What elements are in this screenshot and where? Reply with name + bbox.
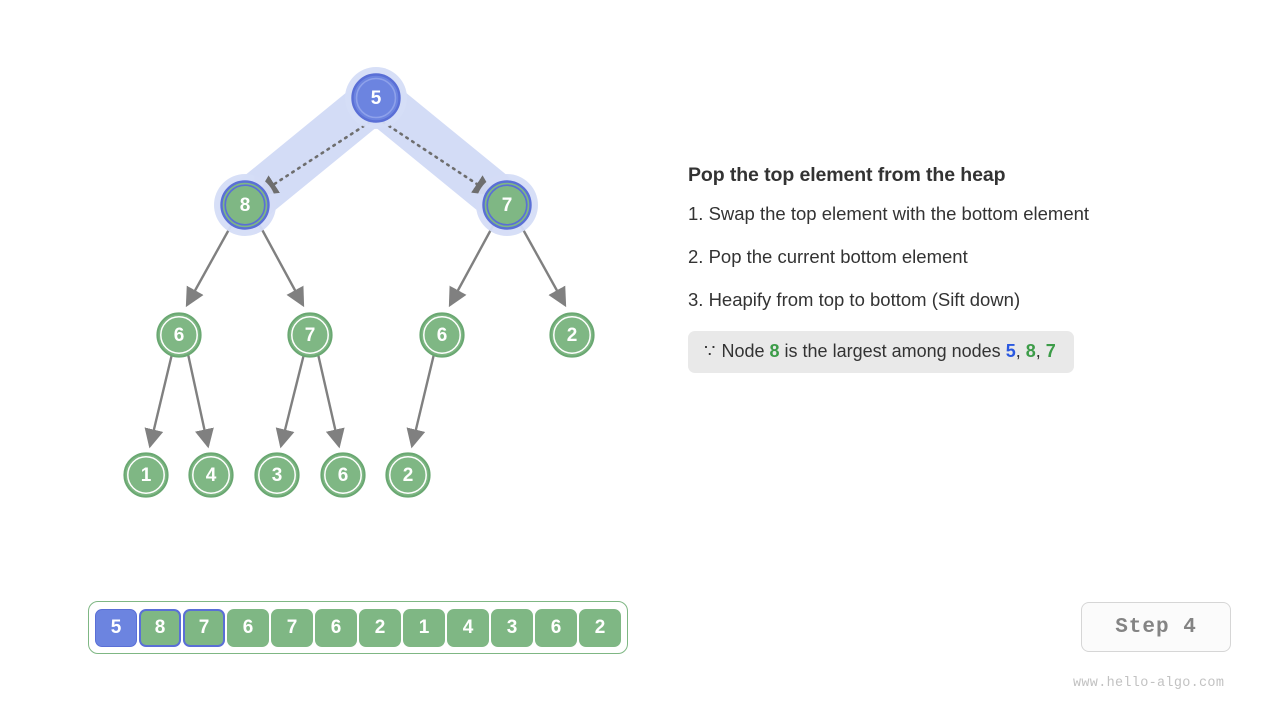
edge-6-1 bbox=[144, 353, 174, 449]
tree-node[interactable]: 3 bbox=[254, 452, 300, 498]
node-inner-ring bbox=[127, 456, 165, 494]
node-label: 6 bbox=[338, 465, 349, 486]
array-cell[interactable]: 5 bbox=[95, 608, 137, 647]
node-outer-ring bbox=[188, 452, 234, 498]
node-label: 7 bbox=[305, 325, 316, 346]
node-label: 1 bbox=[141, 465, 152, 486]
node-inner-ring bbox=[291, 316, 329, 354]
array-representation: 5 8 7 6 7 6 2 1 4 3 6 2 bbox=[88, 601, 628, 654]
node-inner-ring bbox=[389, 456, 427, 494]
node-outer-ring bbox=[220, 180, 270, 230]
node-outer-ring bbox=[156, 312, 202, 358]
comparison-arrows bbox=[256, 120, 495, 196]
edge-6b-2 bbox=[406, 353, 436, 449]
node-outer-ring bbox=[549, 312, 595, 358]
array-cell[interactable]: 6 bbox=[227, 608, 269, 647]
tree-node[interactable]: 1 bbox=[123, 452, 169, 498]
node-inner-ring bbox=[224, 184, 266, 226]
watermark: www.hello-algo.com bbox=[1073, 676, 1225, 691]
node-outer-ring bbox=[287, 312, 333, 358]
node-inner-ring bbox=[355, 77, 397, 119]
tree-node[interactable]: 6 bbox=[419, 312, 465, 358]
node-outer-ring bbox=[351, 73, 401, 123]
node-outer-ring bbox=[123, 452, 169, 498]
edge-6-4 bbox=[186, 353, 214, 449]
edge-8-6 bbox=[185, 223, 234, 308]
node-outer-ring bbox=[419, 312, 465, 358]
array-cell[interactable]: 3 bbox=[491, 608, 533, 647]
instruction-step-2: 2. Pop the current bottom element bbox=[688, 246, 968, 268]
note-sep-1: , bbox=[1015, 341, 1026, 362]
array-cell[interactable]: 6 bbox=[315, 608, 357, 647]
edge-7-2 bbox=[518, 223, 567, 308]
node-inner-ring bbox=[486, 184, 528, 226]
node-outer-ring bbox=[385, 452, 431, 498]
array-cell[interactable]: 2 bbox=[359, 608, 401, 647]
explanation-note: ∵ Node 8 is the largest among nodes 5, 8… bbox=[688, 331, 1074, 373]
because-symbol: ∵ bbox=[704, 341, 717, 362]
node-inner-ring bbox=[258, 456, 296, 494]
node-label: 7 bbox=[502, 195, 513, 216]
array-cell[interactable]: 4 bbox=[447, 608, 489, 647]
node-inner-ring bbox=[160, 316, 198, 354]
array-cell[interactable]: 8 bbox=[139, 608, 181, 647]
tree-svg: 5 8 7 6 7 bbox=[123, 67, 595, 498]
node-label: 2 bbox=[403, 465, 414, 486]
tree-nodes: 5 8 7 6 7 bbox=[123, 73, 595, 498]
tree-node[interactable]: 6 bbox=[320, 452, 366, 498]
node-label: 4 bbox=[206, 465, 217, 486]
node-label: 6 bbox=[174, 325, 185, 346]
note-subject-value: 8 bbox=[769, 341, 780, 362]
array-cell[interactable]: 2 bbox=[579, 608, 621, 647]
node-inner-ring bbox=[192, 456, 230, 494]
edge-7-6 bbox=[448, 223, 496, 308]
array-cell[interactable]: 7 bbox=[183, 608, 225, 647]
instruction-step-1: 1. Swap the top element with the bottom … bbox=[688, 203, 1090, 225]
tree-diagram: 5 8 7 6 7 bbox=[0, 0, 700, 560]
note-candidate-2: 8 bbox=[1025, 341, 1036, 362]
node-label: 2 bbox=[567, 325, 578, 346]
note-sep-2: , bbox=[1035, 341, 1046, 362]
tree-node[interactable]: 7 bbox=[287, 312, 333, 358]
note-candidate-1: 5 bbox=[1005, 341, 1016, 362]
tree-node-left-child[interactable]: 8 bbox=[220, 180, 270, 230]
tree-edges bbox=[144, 223, 567, 449]
dotted-arrow-to-right-child bbox=[381, 120, 495, 196]
step-indicator-button[interactable]: Step 4 bbox=[1081, 602, 1231, 652]
note-lead: Node bbox=[721, 341, 765, 362]
node-label: 6 bbox=[437, 325, 448, 346]
edge-7b-6 bbox=[316, 353, 345, 449]
page-title: Pop the top element from the heap bbox=[688, 164, 1006, 186]
node-label: 8 bbox=[240, 195, 251, 216]
edge-8-7 bbox=[257, 223, 305, 308]
note-candidate-3: 7 bbox=[1045, 341, 1056, 362]
node-inner-ring bbox=[423, 316, 461, 354]
node-outer-ring bbox=[482, 180, 532, 230]
node-label: 3 bbox=[272, 465, 283, 486]
node-inner-ring bbox=[324, 456, 362, 494]
node-outer-ring bbox=[254, 452, 300, 498]
tree-node-root[interactable]: 5 bbox=[351, 73, 401, 123]
node-inner-ring bbox=[553, 316, 591, 354]
tree-node[interactable]: 6 bbox=[156, 312, 202, 358]
tree-node[interactable]: 2 bbox=[549, 312, 595, 358]
node-label: 5 bbox=[371, 88, 382, 109]
tree-node[interactable]: 4 bbox=[188, 452, 234, 498]
tree-node-right-child[interactable]: 7 bbox=[482, 180, 532, 230]
edge-7b-3 bbox=[275, 353, 306, 449]
info-panel: Pop the top element from the heap 1. Swa… bbox=[688, 163, 1218, 373]
note-middle: is the largest among nodes bbox=[784, 341, 1001, 362]
node-outer-ring bbox=[320, 452, 366, 498]
dotted-arrow-to-left-child bbox=[256, 120, 372, 196]
array-cell[interactable]: 7 bbox=[271, 608, 313, 647]
array-cell[interactable]: 1 bbox=[403, 608, 445, 647]
tree-node[interactable]: 2 bbox=[385, 452, 431, 498]
instruction-step-3: 3. Heapify from top to bottom (Sift down… bbox=[688, 289, 1021, 311]
array-cell[interactable]: 6 bbox=[535, 608, 577, 647]
